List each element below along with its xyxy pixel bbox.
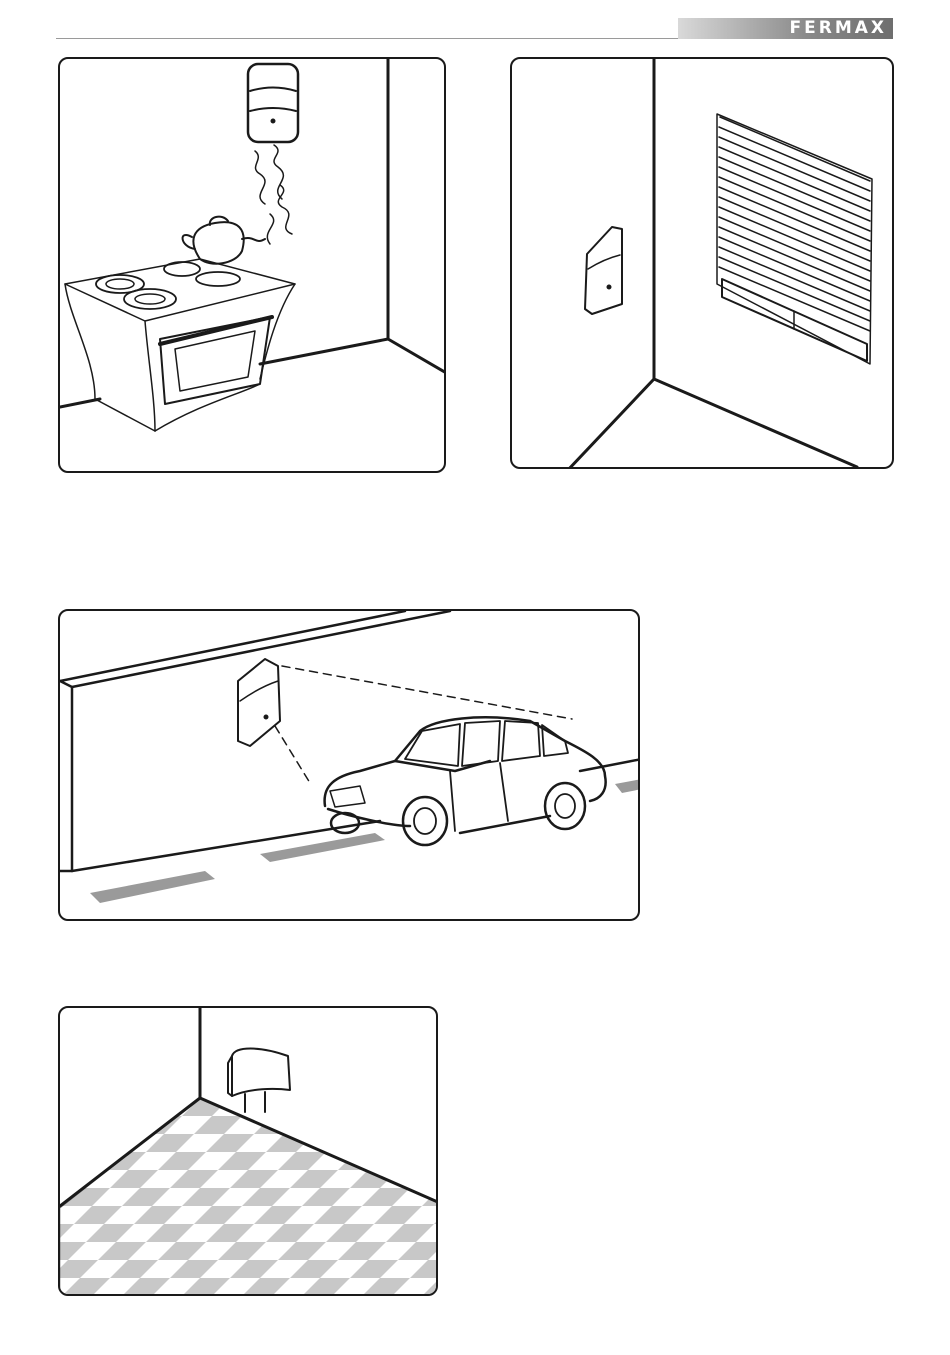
car-icon bbox=[325, 717, 606, 845]
plug-detector-icon bbox=[228, 1049, 290, 1113]
floor-illustration bbox=[60, 1008, 438, 1296]
illustration-window-panel bbox=[510, 57, 894, 469]
detector-icon bbox=[585, 227, 622, 314]
street-illustration bbox=[60, 611, 640, 921]
motion-detector-icon bbox=[238, 659, 280, 746]
header-rule bbox=[56, 38, 678, 39]
illustration-kitchen-panel bbox=[58, 57, 446, 473]
brand-logo-bar: FERMAX bbox=[678, 18, 893, 39]
window-blinds-icon bbox=[717, 114, 872, 364]
kettle-icon bbox=[183, 217, 265, 286]
tiled-floor-icon bbox=[60, 1098, 438, 1296]
illustration-floor-panel bbox=[58, 1006, 438, 1296]
window-illustration bbox=[512, 59, 894, 469]
smoke-detector-icon bbox=[248, 64, 298, 142]
kitchen-illustration bbox=[60, 59, 446, 473]
brand-logo: FERMAX bbox=[790, 19, 888, 38]
illustration-street-panel bbox=[58, 609, 640, 921]
steam-icon bbox=[255, 145, 292, 244]
